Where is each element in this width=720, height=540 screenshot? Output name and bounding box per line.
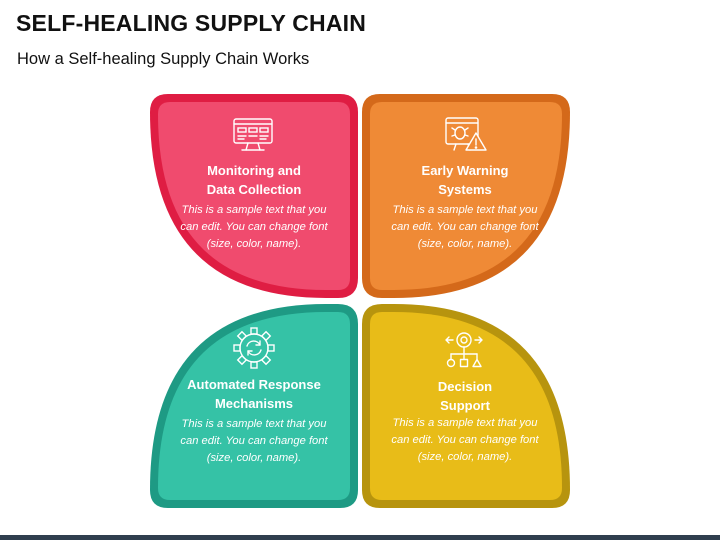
alert-monitor-icon	[445, 117, 487, 151]
petal-decision-inner	[370, 312, 562, 500]
card-body: This is a sample text that you can edit.…	[180, 204, 328, 250]
card-response: Automated Response Mechanisms This is a …	[164, 375, 344, 467]
card-monitoring: Monitoring and Data Collection This is a…	[164, 161, 344, 253]
petal-response-inner	[158, 312, 350, 500]
card-decision: Decision Support This is a sample text t…	[375, 377, 555, 466]
card-body: This is a sample text that you can edit.…	[391, 417, 539, 463]
card-title: Early Warning Systems	[421, 163, 509, 197]
page-title: SELF-HEALING SUPPLY CHAIN	[16, 10, 367, 36]
card-body: This is a sample text that you can edit.…	[391, 204, 539, 250]
bottom-bar	[0, 535, 720, 540]
decision-tree-icon	[445, 332, 483, 368]
card-title: Decision Support	[437, 379, 493, 413]
card-body: This is a sample text that you can edit.…	[180, 418, 328, 464]
monitor-code-icon	[233, 118, 273, 151]
petal-monitoring-inner	[158, 102, 350, 290]
petal-warning-inner	[370, 102, 562, 290]
gear-refresh-icon	[233, 327, 275, 369]
card-warning: Early Warning Systems This is a sample t…	[375, 161, 555, 253]
card-title: Automated Response Mechanisms	[187, 377, 321, 411]
page-subtitle: How a Self-healing Supply Chain Works	[17, 50, 310, 68]
card-title: Monitoring and Data Collection	[206, 163, 302, 197]
